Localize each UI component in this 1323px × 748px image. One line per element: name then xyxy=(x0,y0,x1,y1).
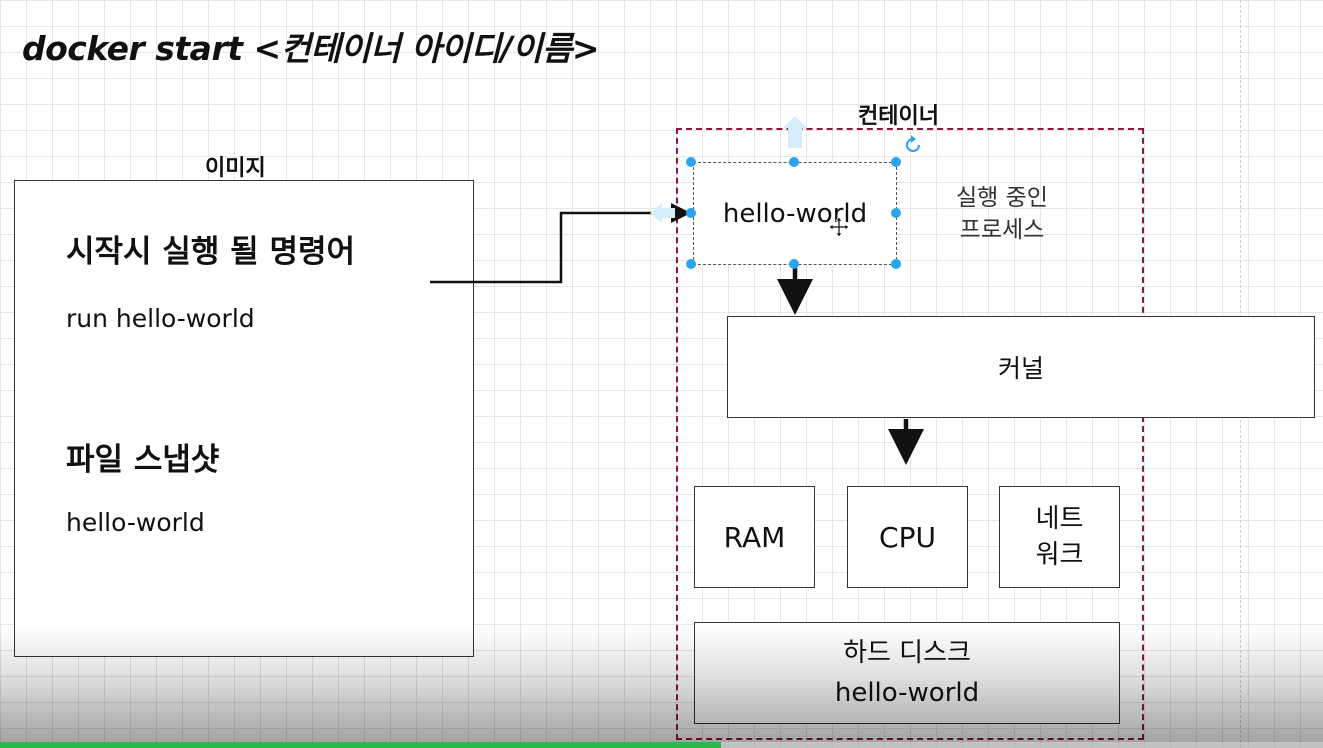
image-box[interactable] xyxy=(14,180,474,657)
move-left-hint-icon xyxy=(650,203,675,223)
command-to-process-connector xyxy=(430,203,691,284)
process-label: hello-world xyxy=(722,198,868,229)
cpu-box[interactable]: CPU xyxy=(847,486,968,588)
ram-label: RAM xyxy=(723,520,786,554)
cpu-label: CPU xyxy=(879,520,936,554)
running-process-line2: 프로세스 xyxy=(959,217,1045,243)
network-label-line2: 워크 xyxy=(1035,540,1084,570)
resize-handle-bottom-left[interactable] xyxy=(686,259,696,269)
network-box[interactable]: 네트 워크 xyxy=(999,486,1120,588)
resize-handle-left[interactable] xyxy=(686,208,696,218)
move-up-hint-icon xyxy=(783,116,807,148)
resize-handle-bottom-right[interactable] xyxy=(891,259,901,269)
network-label-line1: 네트 xyxy=(1035,504,1084,534)
rotate-handle-icon xyxy=(906,135,920,152)
running-process-label: 실행 중인 프로세스 xyxy=(940,182,1064,246)
hard-disk-snapshot-label: hello-world xyxy=(834,678,980,708)
resize-handle-top-right[interactable] xyxy=(891,157,901,167)
kernel-label: 커널 xyxy=(997,354,1044,383)
kernel-box[interactable]: 커널 xyxy=(727,316,1315,418)
resize-handle-bottom[interactable] xyxy=(789,259,799,269)
resize-handle-top-left[interactable] xyxy=(686,157,696,167)
resize-handle-top[interactable] xyxy=(789,157,799,167)
container-caption: 컨테이너 xyxy=(858,104,939,129)
startup-command-value: run hello-world xyxy=(66,304,255,333)
hard-disk-label: 하드 디스크 xyxy=(843,638,971,668)
startup-command-label: 시작시 실행 될 명령어 xyxy=(66,234,356,270)
container-box[interactable] xyxy=(676,128,1144,740)
resize-handle-right[interactable] xyxy=(891,208,901,218)
snapshot-value: hello-world xyxy=(66,508,205,537)
snapshot-label: 파일 스냅샷 xyxy=(66,442,220,478)
page-title: docker start <컨테이너 아이디/이름> xyxy=(22,29,600,68)
running-process-line1: 실행 중인 xyxy=(956,185,1048,211)
hard-disk-box[interactable]: 하드 디스크 hello-world xyxy=(694,622,1120,724)
ram-box[interactable]: RAM xyxy=(694,486,815,588)
video-progress-fill xyxy=(0,742,722,748)
image-caption: 이미지 xyxy=(205,156,266,181)
move-cursor-icon xyxy=(828,216,850,238)
process-box[interactable]: hello-world xyxy=(693,162,897,265)
